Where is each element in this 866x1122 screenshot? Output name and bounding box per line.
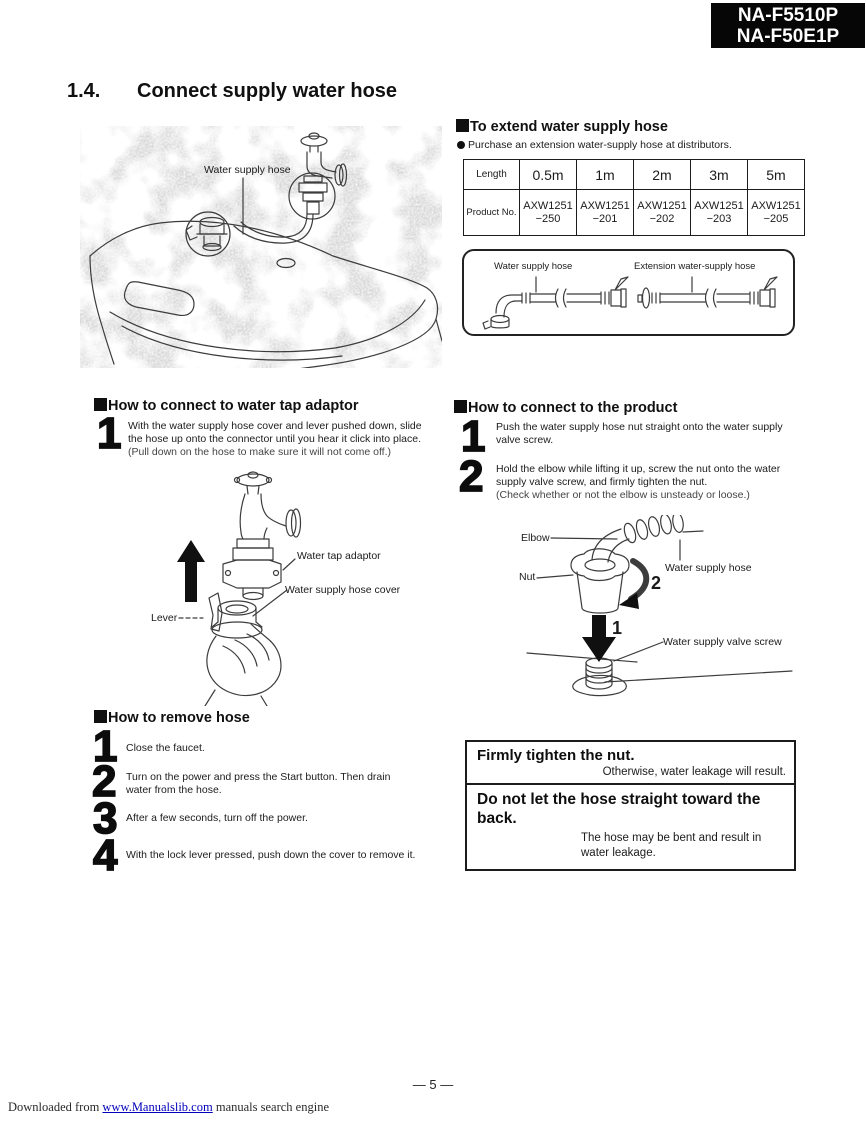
step-text: Turn on the power and press the Start bu… [126, 771, 391, 796]
connect-product-illustration [526, 515, 793, 697]
label-extension-hose: Extension water-supply hose [634, 261, 756, 272]
step-text: After a few seconds, turn off the power. [126, 812, 308, 824]
hose-types-illustration [482, 276, 778, 330]
heading-remove-hose: How to remove hose [94, 710, 250, 726]
length-cell: 0.5m [519, 159, 577, 190]
heading-remove-hose-text: How to remove hose [108, 710, 250, 726]
label-lever: Lever [151, 612, 178, 624]
step-number: 2 [91, 757, 117, 806]
product-header-cell: Product No. [463, 189, 520, 236]
product-cell: AXW1251−203 [690, 189, 748, 236]
label-hose-cover: Water supply hose cover [285, 584, 401, 596]
step-instruction: Hold the elbow while lifting it up, scre… [496, 463, 781, 488]
arrow-number-1: 1 [612, 618, 623, 638]
page-number: — 5 — [412, 1077, 454, 1092]
extension-hose-table: Length 0.5m 1m 2m 3m 5m Product No. AXW1… [463, 159, 805, 236]
bullet-dot [457, 141, 465, 149]
label-water-tap-adaptor: Water tap adaptor [297, 550, 381, 562]
step-note: (Pull down on the hose to make sure it w… [128, 446, 392, 458]
label-nut: Nut [519, 571, 536, 583]
section-marker-square [454, 400, 467, 413]
section-title-text: Connect supply water hose [137, 80, 398, 102]
footer-suffix: manuals search engine [215, 1100, 329, 1114]
length-cell: 2m [633, 159, 691, 190]
step-text: Hold the elbow while lifting it up, scre… [496, 463, 808, 502]
note-row: Firmly tighten the nut. Otherwise, water… [467, 742, 794, 785]
step-number: 2 [458, 452, 484, 501]
figure-connect-product: Elbow Water supply hose Nut Water supply… [515, 515, 805, 707]
length-cell: 5m [747, 159, 805, 190]
step-note: (Check whether or not the elbow is unste… [496, 489, 750, 501]
heading-connect-product: How to connect to the product [454, 400, 677, 416]
extend-bullet: Purchase an extension water-supply hose … [457, 139, 732, 151]
label-elbow: Elbow [521, 532, 550, 544]
length-header-cell: Length [463, 159, 520, 190]
model-badge: NA-F5510P NA-F50E1P [711, 3, 865, 48]
figure-tap-adaptor: Water tap adaptor Water supply hose cove… [95, 466, 435, 706]
extend-bullet-text: Purchase an extension water-supply hose … [468, 139, 732, 151]
step-number: 3 [92, 794, 118, 843]
heading-extend-hose-text: To extend water supply hose [470, 119, 668, 135]
label-water-supply-hose: Water supply hose [665, 562, 752, 574]
step-text: With the water supply hose cover and lev… [128, 420, 436, 459]
note-row: Do not let the hose straight toward the … [467, 785, 794, 869]
note-title: Firmly tighten the nut. [477, 747, 635, 764]
heading-connect-tap: How to connect to water tap adaptor [94, 398, 359, 414]
table-row-length: Length 0.5m 1m 2m 3m 5m [463, 159, 805, 190]
manualslib-link[interactable]: www.Manualslib.com [102, 1100, 213, 1114]
step-text: Close the faucet. [126, 742, 205, 754]
label-water-supply-hose: Water supply hose [204, 164, 291, 176]
step-text: With the lock lever pressed, push down t… [126, 849, 416, 861]
figure-hose-types: Water supply hose Extension water-supply… [462, 249, 795, 336]
section-number: 1.4. [67, 80, 101, 102]
step-instruction: Push the water supply hose nut straight … [496, 421, 783, 446]
arrow-number-2: 2 [651, 573, 662, 593]
note-title: Do not let the hose straight toward the … [477, 791, 761, 827]
section-marker-square [94, 710, 107, 723]
note-body: Otherwise, water leakage will result. [602, 766, 786, 778]
step-instruction: With the water supply hose cover and lev… [128, 420, 422, 445]
product-cell: AXW1251−205 [747, 189, 805, 236]
section-marker-square [456, 119, 469, 132]
figure-washing-machine: Water supply hose [80, 126, 442, 368]
heading-connect-product-text: How to connect to the product [468, 400, 678, 416]
section-marker-square [94, 398, 107, 411]
product-cell: AXW1251−250 [519, 189, 577, 236]
page-title: 1.4. Connect supply water hose [67, 80, 397, 103]
note-body: The hose may be bent and result in water… [581, 832, 762, 859]
washing-machine-illustration [80, 126, 442, 368]
length-cell: 3m [690, 159, 748, 190]
step-number: 4 [92, 831, 118, 880]
up-arrow-icon [177, 540, 205, 602]
footer-prefix: Downloaded from [8, 1100, 100, 1114]
step-number: 1 [92, 722, 118, 771]
heading-connect-tap-text: How to connect to water tap adaptor [108, 398, 359, 414]
step-number: 1 [96, 409, 122, 458]
download-footer: Downloaded from www.Manualslib.com manua… [8, 1100, 329, 1115]
rotate-arrow-icon [619, 593, 639, 609]
product-cell: AXW1251−202 [633, 189, 691, 236]
label-water-supply-hose: Water supply hose [494, 261, 573, 272]
model-number-1: NA-F5510P [737, 5, 839, 26]
step-number: 1 [460, 412, 486, 461]
caution-box: Firmly tighten the nut. Otherwise, water… [465, 740, 796, 871]
model-number-2: NA-F50E1P [736, 26, 840, 47]
heading-extend-hose: To extend water supply hose [456, 119, 668, 135]
length-cell: 1m [576, 159, 634, 190]
label-valve-screw: Water supply valve screw [663, 636, 782, 648]
product-cell: AXW1251−201 [576, 189, 634, 236]
down-arrow-icon [582, 615, 616, 662]
table-row-product: Product No. AXW1251−250 AXW1251−201 AXW1… [463, 189, 805, 236]
tap-adaptor-illustration [177, 471, 302, 706]
step-text: Push the water supply hose nut straight … [496, 421, 808, 447]
